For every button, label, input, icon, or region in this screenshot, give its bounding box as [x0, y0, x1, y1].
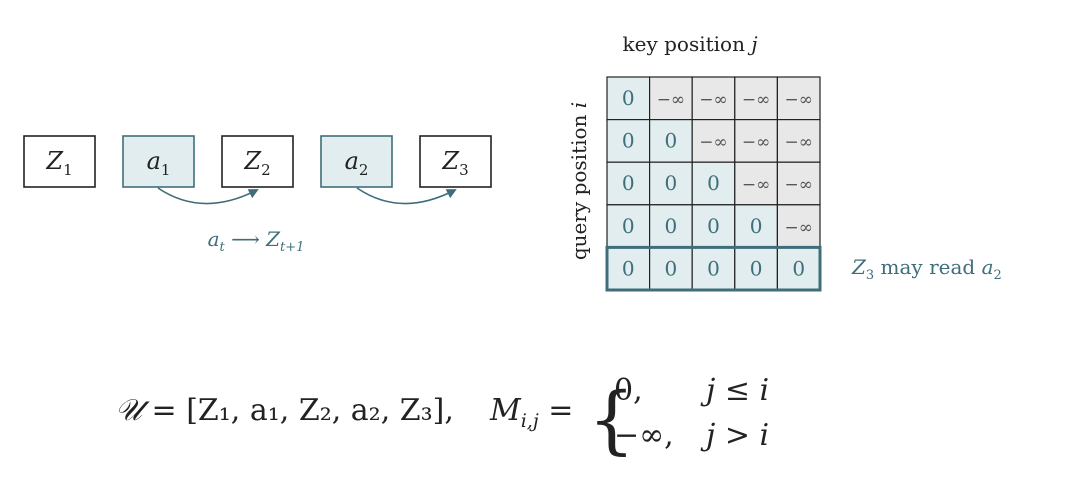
mask-cell-value: −∞ [699, 133, 727, 153]
mask-cell-value: 0 [622, 129, 635, 153]
mask-annotation: Z3 may read a2 [851, 255, 1002, 283]
case-condition-1: j ≤ i [700, 373, 769, 408]
mask-cell [691, 118, 736, 163]
mask-cell-value: 0 [622, 171, 635, 195]
token-box-a1: a1 [122, 135, 195, 188]
mask-cell [776, 161, 821, 206]
mask-grid: 0 −∞ −∞ −∞ −∞ 0 0 −∞ −∞ −∞ 0 0 0 −∞ −∞ 0 0 0 0 −∞ 0 0 0 0 0 [605, 76, 822, 292]
token-box-z3: Z3 [419, 135, 492, 188]
transition-label: at ⟶ Zt+1 [208, 227, 305, 255]
mask-cell [776, 76, 821, 121]
mask-cell [691, 161, 736, 206]
svg-text:Mi,j =: Mi,j = [489, 393, 573, 432]
mask-ylabel: query position i [567, 102, 591, 260]
mask-cell-value: 0 [707, 214, 720, 238]
case-value-1: 0, [614, 373, 643, 408]
svg-text:a1: a1 [147, 147, 171, 179]
mask-cell-value: 0 [665, 214, 678, 238]
mask-cell-value: −∞ [742, 90, 770, 110]
mask-cell-value: 0 [792, 256, 805, 280]
mask-cell-value: 0 [665, 171, 678, 195]
mask-cell [606, 76, 651, 121]
token-box-z2: Z2 [221, 135, 294, 188]
mask-cell-value: −∞ [784, 175, 812, 195]
mask-cell-value: −∞ [784, 90, 812, 110]
svg-text:Z1: Z1 [45, 147, 72, 179]
mask-cell-value: 0 [665, 129, 678, 153]
token-sequence: Z1 a1 Z2 a2 Z3 [23, 135, 492, 205]
svg-text:a2: a2 [345, 147, 369, 179]
mask-cell-value: 0 [707, 256, 720, 280]
case-value-2: −∞, [614, 418, 674, 453]
mask-cell [606, 204, 651, 249]
mask-cell-value: 0 [665, 256, 678, 280]
token-box-a2: a2 [320, 135, 393, 188]
sequence-formula: 𝒰 = [Z₁, a₁, Z₂, a₂, Z₃], [115, 393, 454, 428]
mask-cell-value: 0 [750, 256, 763, 280]
case-condition-2: j > i [700, 418, 769, 453]
mask-formula: Mi,j = { 0, j ≤ i −∞, j > i [489, 373, 769, 463]
mask-cell-value: 0 [750, 214, 763, 238]
mask-cell-value: −∞ [699, 90, 727, 110]
mask-cell [648, 76, 693, 121]
mask-cell [734, 76, 778, 121]
mask-cell [776, 246, 821, 291]
transition-arrow-2 [356, 187, 457, 205]
mask-cell [734, 118, 778, 163]
mask-cell-value: 0 [622, 86, 635, 110]
svg-text:Z2: Z2 [243, 147, 270, 179]
svg-text:Z3: Z3 [441, 147, 468, 179]
mask-cell [691, 246, 736, 291]
mask-cell [776, 204, 821, 249]
mask-cell-value: −∞ [657, 90, 685, 110]
mask-cell-value: 0 [622, 256, 635, 280]
mask-title: key position j [622, 32, 757, 56]
token-box-z1: Z1 [23, 135, 96, 188]
highlight-row-outline [605, 245, 822, 292]
brace: { [588, 377, 635, 463]
mask-cell [734, 204, 778, 249]
mask-cell-value: 0 [707, 171, 720, 195]
mask-cell-value: −∞ [784, 218, 812, 238]
mask-cell-value: −∞ [742, 133, 770, 153]
mask-cell-value: 0 [622, 214, 635, 238]
mask-cell [734, 246, 778, 291]
mask-cell-value: −∞ [742, 175, 770, 195]
mask-cell-value: −∞ [784, 133, 812, 153]
transition-arrow-1 [157, 187, 259, 205]
mask-cell [776, 118, 821, 163]
